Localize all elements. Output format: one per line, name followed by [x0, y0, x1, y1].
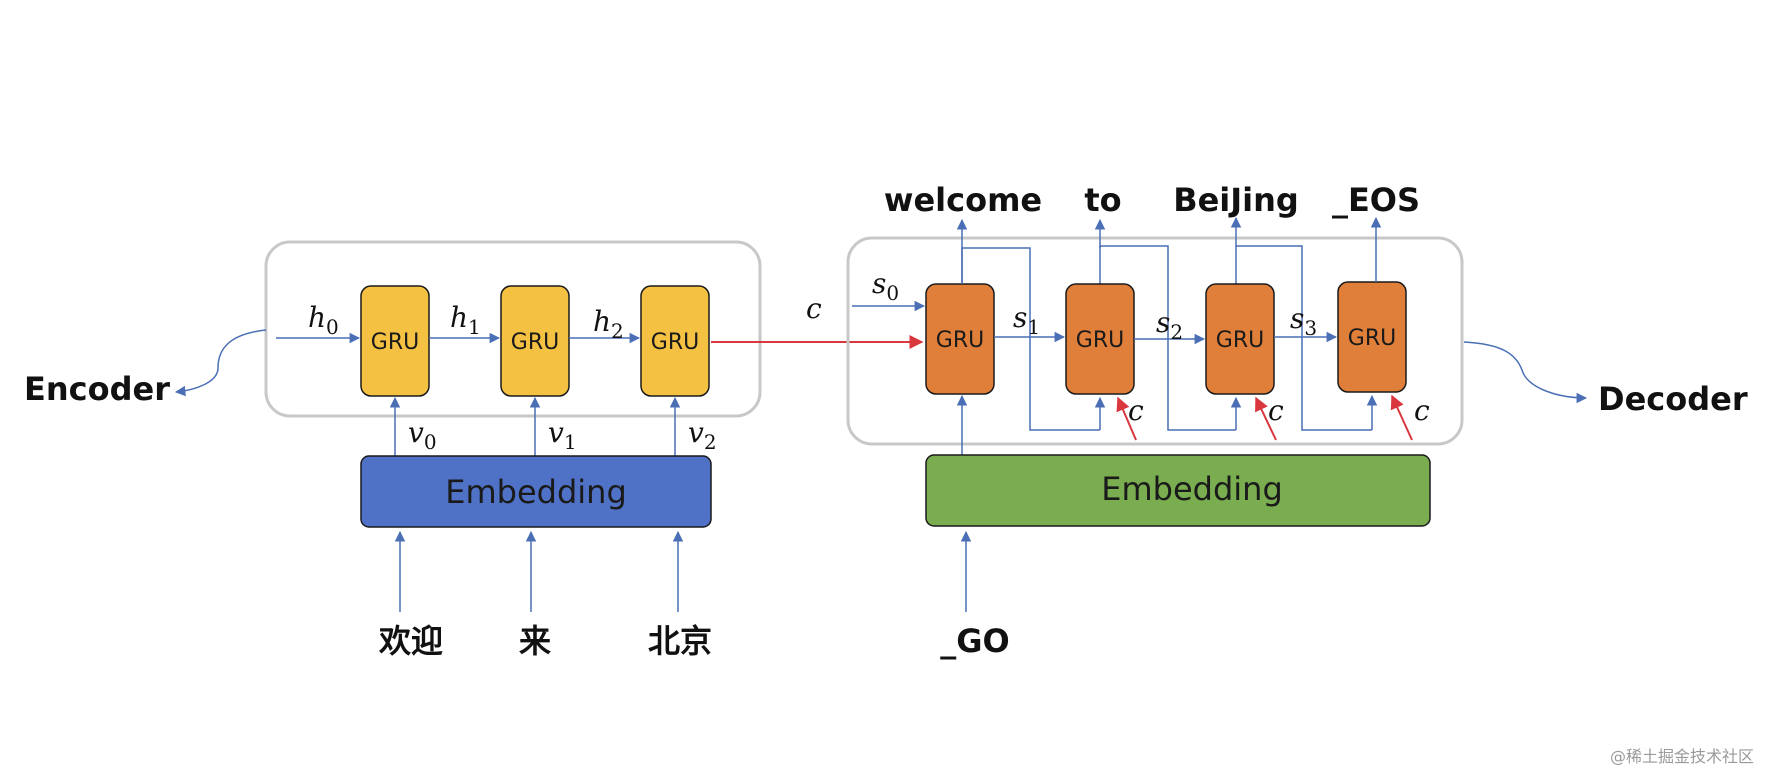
decoder-state-label: s0 — [872, 267, 899, 305]
context-input-label: c — [1414, 394, 1430, 427]
encoder-container — [264, 240, 762, 418]
encoder-gru-cell: GRU — [640, 285, 710, 397]
output-token: welcome — [884, 181, 1042, 219]
context-input-label: c — [1268, 394, 1284, 427]
gru-label: GRU — [511, 330, 559, 355]
gru-label: GRU — [651, 330, 699, 355]
embedding-label: Embedding — [445, 473, 627, 511]
encoder-label: Encoder — [24, 370, 170, 408]
decoder-gru-cell: GRU — [1065, 283, 1135, 395]
decoder-gru-cell: GRU — [1337, 281, 1407, 393]
hidden-state-label: h2 — [593, 305, 624, 343]
gru-label: GRU — [1076, 328, 1124, 353]
decoder-label: Decoder — [1598, 380, 1748, 418]
context-input-arrow — [1116, 396, 1137, 441]
decoder-input-token: _GO — [940, 622, 1009, 660]
decoder-container — [846, 236, 1464, 446]
context-input-arrow — [1255, 396, 1277, 441]
encoder-gru-cell: GRU — [360, 285, 430, 397]
decoder-embedding-block: Embedding — [925, 454, 1431, 527]
encoder-gru-cell: GRU — [500, 285, 570, 397]
decoder-state-label: s2 — [1156, 306, 1183, 344]
encoder-embedding-block: Embedding — [360, 455, 712, 528]
gru-label: GRU — [1216, 328, 1264, 353]
gru-label: GRU — [1348, 326, 1396, 351]
input-token: 来 — [519, 622, 551, 660]
gru-label: GRU — [371, 330, 419, 355]
embedding-vector-label: v1 — [548, 416, 577, 454]
embedding-vector-label: v0 — [408, 416, 437, 454]
watermark: @稀土掘金技术社区 — [1610, 747, 1754, 766]
context-label: c — [806, 292, 822, 325]
encoder-pointer-curve — [174, 329, 267, 397]
gru-label: GRU — [936, 328, 984, 353]
decoder-pointer-curve — [1463, 341, 1588, 404]
decoder-gru-cell: GRU — [1205, 283, 1275, 395]
decoder-gru-cell: GRU — [925, 283, 995, 395]
hidden-state-label: h1 — [450, 301, 481, 339]
decoder-state-label: s3 — [1290, 302, 1317, 340]
context-input-label: c — [1128, 394, 1144, 427]
context-input-arrow — [1390, 394, 1413, 441]
input-token: 欢迎 — [378, 622, 443, 660]
decoder-state-label: s1 — [1013, 301, 1040, 339]
output-token: to — [1084, 181, 1121, 219]
input-token: 北京 — [648, 622, 712, 660]
output-token: _EOS — [1332, 181, 1420, 219]
embedding-label: Embedding — [1101, 470, 1283, 508]
embedding-vector-label: v2 — [688, 416, 717, 454]
hidden-state-label: h0 — [308, 301, 339, 339]
output-token: BeiJing — [1173, 181, 1299, 219]
